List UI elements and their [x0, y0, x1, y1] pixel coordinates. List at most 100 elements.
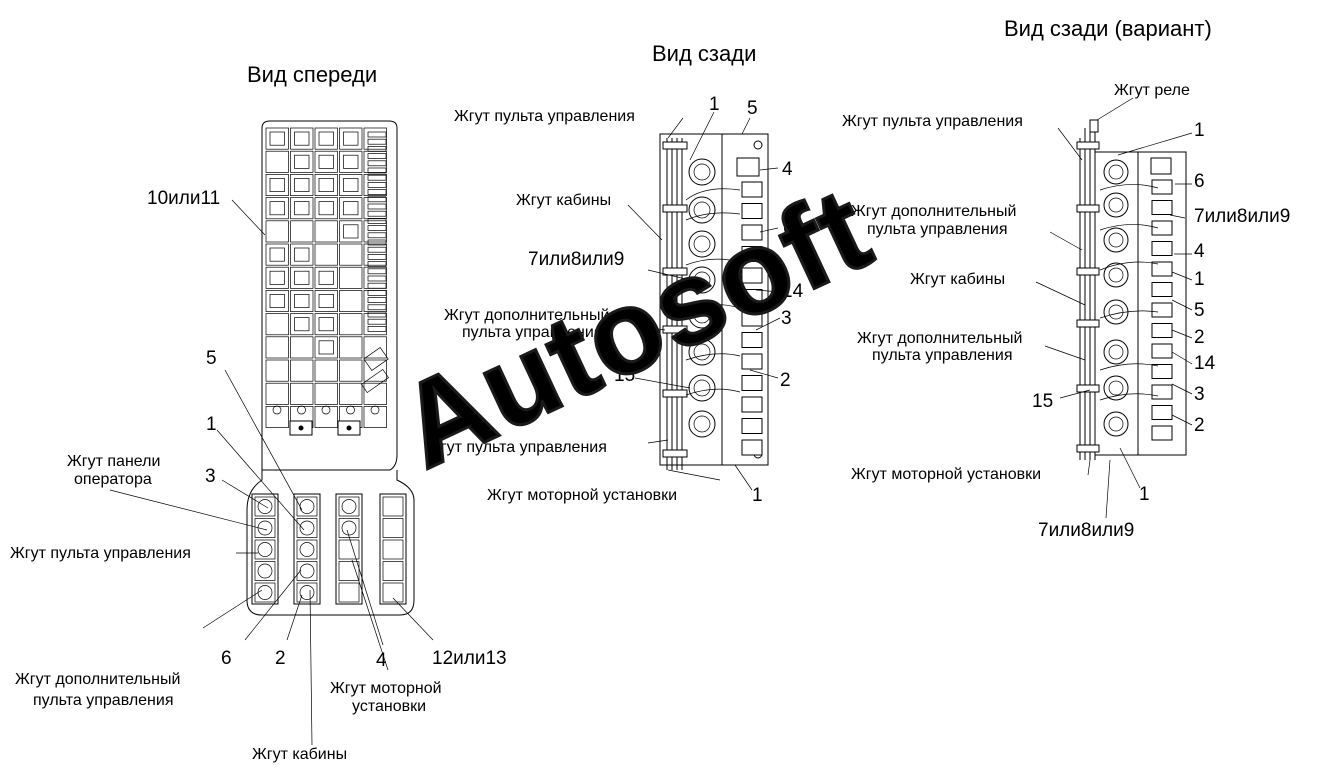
front-relay	[294, 247, 310, 262]
rear-flat-connector	[741, 203, 763, 219]
front-relay-cell	[265, 197, 289, 220]
front-fuse	[367, 318, 387, 325]
rear-flat-connector	[741, 246, 763, 262]
front-relay-cell	[290, 220, 314, 243]
front-relay-cell	[314, 382, 338, 405]
front-relay-cell	[339, 382, 363, 405]
front-fuse	[367, 182, 387, 188]
title-rear-variant-view: Вид сзади (вариант)	[1004, 16, 1212, 41]
front-connector-slot	[338, 539, 360, 560]
variant-flat-connector	[1151, 323, 1173, 338]
front-relay-cell	[265, 290, 289, 312]
front-connector-housing	[251, 493, 279, 605]
variant-callout-1-mid: 1	[1194, 269, 1205, 290]
front-relay-cell	[314, 406, 338, 428]
front-callout-6: 6	[221, 648, 232, 669]
variant-callout-15: 15	[1032, 391, 1053, 412]
front-relay-cell	[290, 290, 314, 312]
front-relay	[294, 154, 310, 169]
front-relay-grid	[265, 127, 387, 428]
variant-round-connector	[1103, 227, 1129, 253]
rear-flat-connector	[741, 332, 763, 348]
front-relay-cell	[339, 220, 363, 243]
variant-flat-connectors	[1151, 179, 1173, 441]
variant-round-connector	[1103, 159, 1129, 185]
variant-round-connectors	[1103, 159, 1129, 437]
front-relay-cell	[314, 243, 338, 266]
rear-harness-clamps	[662, 141, 688, 458]
front-relay-cell	[290, 150, 314, 173]
front-fuse-strip	[360, 131, 390, 394]
front-fuse	[367, 297, 387, 303]
front-relay-cell	[363, 266, 387, 289]
front-callout-4: 4	[376, 650, 387, 671]
rear-label-control-panel-bottom: Жгут пульта управления	[426, 439, 607, 456]
variant-round-connector-inner	[1108, 416, 1124, 432]
rear-round-connector-inner	[693, 306, 711, 324]
front-connector-slot	[338, 582, 360, 603]
front-relay-cell	[290, 359, 314, 382]
front-relay-cell	[363, 174, 387, 196]
rear-callout-3: 3	[781, 308, 792, 329]
rear-harness-clamp	[662, 449, 688, 458]
variant-leader-lines	[1035, 97, 1193, 519]
rear-round-connector	[688, 158, 716, 186]
front-relay-cell	[363, 220, 387, 243]
rear-harness-clamp	[662, 389, 688, 398]
front-label-engine-2: установки	[352, 698, 426, 715]
front-relay-cell	[265, 174, 289, 196]
front-relay-cell	[314, 174, 338, 196]
rear-label-cab: Жгут кабины	[516, 192, 611, 209]
front-relay	[294, 270, 310, 285]
front-relay-cell	[265, 243, 289, 266]
front-fuse-holder	[346, 405, 355, 415]
rear-flat-connectors	[741, 181, 763, 456]
variant-callout-4: 4	[1194, 241, 1205, 262]
front-connector-socket	[299, 585, 315, 600]
front-relay-cell	[363, 150, 387, 173]
rear-flat-connector	[741, 418, 763, 434]
front-relay-cell	[290, 127, 314, 150]
front-fuse	[367, 210, 387, 217]
front-connector-slot	[382, 518, 404, 538]
variant-callout-1-bottom: 1	[1139, 484, 1150, 505]
front-relay-cell	[339, 197, 363, 220]
front-label-engine: Жгут моторной	[330, 680, 442, 697]
front-relay-cell	[339, 359, 363, 382]
front-relay-cell	[265, 266, 289, 289]
front-connector-slot	[338, 496, 360, 517]
front-relay-cell	[265, 313, 289, 336]
front-connector-socket	[299, 520, 315, 536]
front-tab-dot	[346, 425, 352, 431]
front-fuse	[367, 261, 387, 267]
variant-callout-5: 5	[1194, 300, 1205, 321]
front-relay-cell	[265, 359, 289, 382]
variant-label-aux-top: Жгут дополнительный	[851, 203, 1016, 220]
front-connector-socket	[341, 520, 357, 536]
front-connector-slot	[296, 582, 318, 603]
front-fuse	[367, 290, 387, 296]
rear-round-connector-inner	[693, 201, 711, 219]
front-connector-slot	[254, 561, 276, 581]
front-fuse	[367, 239, 387, 246]
front-relay-cell	[314, 336, 338, 359]
front-fuse	[367, 304, 387, 311]
variant-callout-1-top: 1	[1194, 120, 1205, 141]
variant-flat-connector	[1151, 282, 1173, 297]
front-relay-cell	[363, 336, 387, 359]
variant-callout-14: 14	[1194, 353, 1216, 374]
front-relay	[269, 131, 285, 146]
variant-callout-6: 6	[1194, 171, 1205, 192]
front-relay-cell	[339, 127, 363, 150]
front-connector-slot	[254, 582, 276, 603]
front-connector-slot	[254, 539, 276, 560]
front-relay-cell	[290, 197, 314, 220]
variant-harness-clamp	[1076, 141, 1100, 150]
rear-callout-4: 4	[782, 159, 793, 180]
front-fuse-puller	[360, 368, 390, 394]
front-relay	[318, 270, 334, 285]
rear-round-connector	[688, 338, 716, 366]
variant-round-connector	[1103, 192, 1129, 218]
front-relay	[294, 294, 310, 308]
rear-callout-1-top: 1	[709, 94, 720, 115]
